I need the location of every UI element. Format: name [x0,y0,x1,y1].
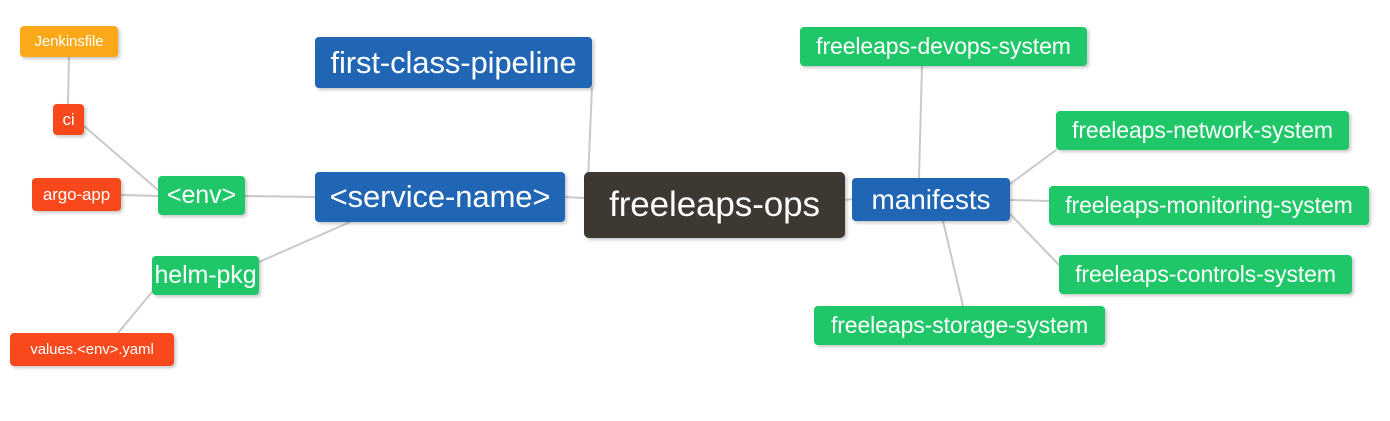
edge-env-to-argoapp [120,194,159,197]
mindmap-node-argoapp[interactable]: argo-app [32,178,121,211]
mindmap-node-controls[interactable]: freeleaps-controls-system [1059,255,1352,294]
mindmap-node-ci[interactable]: ci [53,104,84,135]
mindmap-node-devops[interactable]: freeleaps-devops-system [800,27,1087,66]
edge-manifests-to-network [1009,149,1057,185]
mindmap-node-service[interactable]: <service-name> [315,172,565,222]
edge-service-to-helm [258,221,351,263]
mindmap-node-network[interactable]: freeleaps-network-system [1056,111,1349,150]
edge-root-to-manifests [844,198,853,201]
edge-helm-to-valuesyaml [117,291,153,334]
mindmap-node-root[interactable]: freeleaps-ops [584,172,845,238]
mindmap-node-jenkinsfile[interactable]: Jenkinsfile [20,26,118,57]
edge-manifests-to-monitoring [1009,199,1050,202]
mindmap-node-manifests[interactable]: manifests [852,178,1010,221]
mindmap-node-valuesyaml[interactable]: values.<env>.yaml [10,333,174,366]
mindmap-node-pipeline[interactable]: first-class-pipeline [315,37,592,88]
edge-root-to-service [564,196,585,199]
edge-service-to-env [244,195,316,198]
mindmap-node-monitoring[interactable]: freeleaps-monitoring-system [1049,186,1369,225]
mindmap-node-storage[interactable]: freeleaps-storage-system [814,306,1105,345]
edge-manifests-to-storage [942,220,964,307]
mindmap-node-env[interactable]: <env> [158,176,245,215]
edge-ci-to-jenkinsfile [67,56,70,105]
edge-root-to-pipeline [587,87,593,181]
edge-manifests-to-devops [918,65,923,179]
mindmap-node-helm[interactable]: helm-pkg [152,256,259,295]
